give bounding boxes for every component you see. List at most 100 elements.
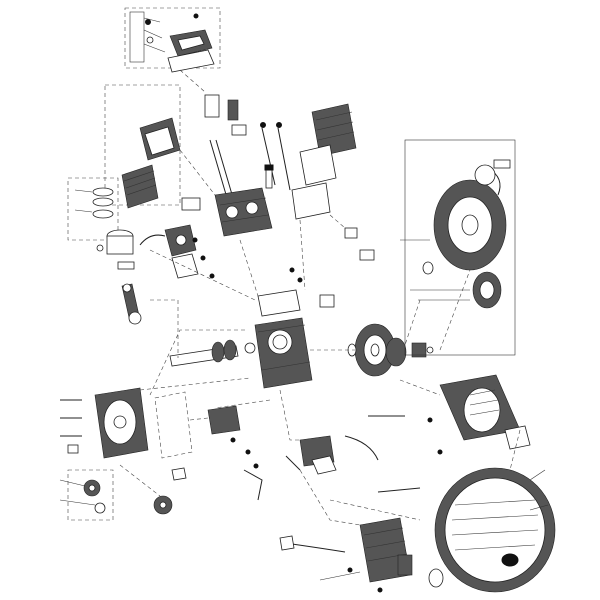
cover-bolt — [145, 19, 151, 25]
assembly-line-3 — [149, 249, 256, 301]
assembly-line-16 — [399, 379, 441, 396]
muffler-rib-2 — [316, 121, 354, 131]
assembly-line-13 — [119, 464, 161, 497]
spark-plug-cap — [264, 164, 274, 171]
assembly-line-7 — [150, 299, 179, 358]
piston-pin — [117, 261, 135, 270]
camshaft — [207, 405, 241, 435]
rocker-arm — [204, 94, 220, 118]
filter-rib — [123, 170, 155, 182]
callout-leader-4 — [74, 189, 93, 193]
starter-hub — [461, 214, 479, 236]
assembly-line-12 — [189, 417, 209, 421]
nut-5 — [297, 277, 303, 283]
coil-rib — [469, 389, 496, 396]
assembly-line-15 — [299, 469, 361, 526]
assembly-line-10 — [404, 299, 421, 346]
nut-11 — [347, 567, 353, 573]
piston-skirt — [106, 235, 134, 255]
starter-cup — [411, 342, 427, 358]
tank-rib — [454, 499, 536, 506]
head-bolt-cap — [260, 122, 266, 128]
governor-linkage-group — [207, 405, 421, 501]
piston-clip — [96, 244, 104, 252]
assembly-line-5 — [299, 219, 306, 291]
oil-dipper-hub — [88, 484, 96, 492]
cover-nut — [193, 13, 199, 19]
cooling-fan — [385, 337, 407, 367]
assembly-line-19 — [329, 499, 421, 521]
recoil-starter-group — [404, 139, 516, 356]
assembly-line-14 — [279, 389, 300, 441]
exhaust-elbow — [344, 227, 358, 239]
head-bolt — [261, 127, 276, 186]
flywheel-group — [347, 323, 434, 377]
head-bolt-2 — [277, 127, 291, 191]
cylinder-bore-inner — [272, 334, 288, 350]
assembly-line-4 — [239, 239, 259, 297]
oil-plug — [67, 444, 79, 454]
coil-bracket — [504, 425, 531, 450]
fuel-tank-face — [444, 477, 546, 583]
valve-seat — [245, 201, 259, 215]
rod-small-end — [122, 283, 132, 293]
air-cleaner-group — [279, 517, 444, 588]
crankcase-cover-group — [60, 387, 193, 459]
assembly-line-9 — [439, 269, 471, 351]
nut-8 — [253, 463, 259, 469]
air-cleaner-rib — [363, 527, 404, 536]
muffler-rib-3 — [317, 131, 355, 141]
fuel-cap — [501, 553, 519, 567]
intake-filter-housing — [121, 164, 159, 209]
recoil-starter-frame — [404, 139, 516, 356]
coil-rib-3 — [469, 409, 500, 416]
cylinder-head-group — [104, 84, 181, 209]
crankshaft-web-2 — [223, 339, 237, 361]
head-bolt-cap-2 — [276, 122, 282, 128]
governor-arm — [319, 294, 335, 308]
crankcase-cover-seal — [113, 415, 127, 429]
tank-rib-3 — [451, 529, 539, 536]
crankshaft-group — [169, 339, 256, 367]
crankcase-fin-2 — [261, 361, 311, 371]
callout-leader-2 — [143, 29, 163, 39]
filter-rib-3 — [126, 184, 157, 196]
fuel-line — [139, 234, 166, 246]
starter-pawl — [422, 261, 434, 275]
ignition-coil-face — [463, 387, 501, 433]
throttle-cable — [344, 435, 379, 461]
intake-manifold — [181, 197, 201, 211]
governor-spring — [311, 455, 337, 475]
callout-leaders — [59, 17, 549, 581]
nut-3 — [209, 273, 215, 279]
tank-rib-4 — [454, 544, 536, 551]
filter-rib-2 — [125, 177, 156, 189]
nut-7 — [245, 449, 251, 455]
head-cover-group-frame — [124, 7, 221, 69]
head-cover-gasket — [167, 49, 215, 73]
muffler-rib — [315, 111, 353, 121]
assembly-line — [179, 69, 206, 93]
rod-big-end — [128, 311, 142, 325]
connecting-rod-group — [121, 283, 142, 325]
flywheel-center — [370, 343, 380, 357]
spark-plug — [265, 169, 273, 189]
nut-2 — [200, 255, 206, 261]
cylinder-base-gasket — [257, 289, 301, 317]
breather-fitting — [279, 535, 295, 551]
crankcase-fin — [257, 324, 306, 333]
oil-seal — [94, 502, 106, 514]
coil-rib-2 — [469, 399, 499, 406]
head-cover-number-box — [129, 11, 145, 63]
misc-hardware — [192, 237, 443, 593]
nut-6 — [230, 437, 236, 443]
cover-washer — [146, 36, 154, 44]
starter-handle — [493, 159, 511, 169]
starter-pulley-hub — [479, 280, 495, 300]
nut-4 — [289, 267, 295, 273]
nut-9 — [427, 417, 433, 423]
cylinder-head-block — [214, 187, 273, 237]
nut-10 — [437, 449, 443, 455]
